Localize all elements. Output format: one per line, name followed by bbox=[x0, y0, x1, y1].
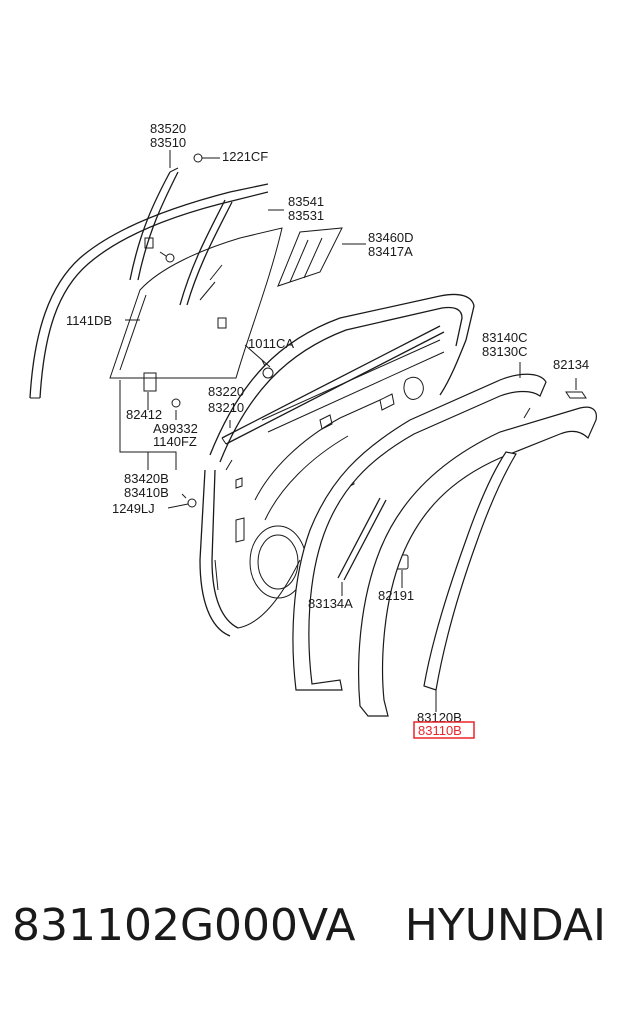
quarter-glass bbox=[277, 227, 343, 287]
label-1249LJ: 1249LJ bbox=[112, 501, 155, 516]
highlight-box-83110B bbox=[413, 721, 475, 739]
label-83134A: 83134A bbox=[308, 596, 353, 611]
footer: 831102G000VA HYUNDAI bbox=[0, 900, 620, 990]
brand-name: HYUNDAI bbox=[404, 900, 606, 951]
label-1140FZ: 1140FZ bbox=[153, 434, 197, 449]
leader-lines bbox=[119, 150, 577, 712]
label-83417A: 83417A bbox=[368, 244, 413, 259]
label-1011CA: 1011CA bbox=[248, 336, 294, 351]
body-side-weatherstrip bbox=[358, 406, 597, 717]
window-frame-channel bbox=[29, 167, 269, 399]
door-weatherstrip-outer bbox=[292, 373, 547, 691]
part-labels: 83520 83510 1221CF 83541 83531 83460D 83… bbox=[66, 121, 589, 739]
fasteners bbox=[143, 153, 587, 570]
label-1221CF: 1221CF bbox=[222, 149, 268, 164]
label-1141DB: 1141DB bbox=[66, 313, 112, 328]
label-83110B: 83110B bbox=[418, 723, 462, 738]
label-82134: 82134 bbox=[553, 357, 589, 372]
label-83531: 83531 bbox=[288, 208, 324, 223]
door-inner-panel bbox=[199, 293, 475, 637]
label-82412: 82412 bbox=[126, 407, 162, 422]
label-83520: 83520 bbox=[150, 121, 186, 136]
window-glass bbox=[109, 227, 283, 379]
label-83510: 83510 bbox=[150, 135, 186, 150]
label-83420B: 83420B bbox=[124, 471, 169, 486]
run-channel bbox=[337, 497, 387, 581]
label-83140C: 83140C bbox=[482, 330, 528, 345]
label-A99332: A99332 bbox=[153, 421, 198, 436]
label-83460D: 83460D bbox=[368, 230, 414, 245]
label-83541: 83541 bbox=[288, 194, 324, 209]
part-number: 831102G000VA bbox=[12, 900, 356, 951]
label-83210: 83210 bbox=[208, 400, 244, 415]
label-83220: 83220 bbox=[208, 384, 244, 399]
label-82191: 82191 bbox=[378, 588, 414, 603]
label-83130C: 83130C bbox=[482, 344, 528, 359]
belt-weatherstrip bbox=[221, 325, 445, 445]
label-83410B: 83410B bbox=[124, 485, 169, 500]
door-parts-diagram: 83520 83510 1221CF 83541 83531 83460D 83… bbox=[29, 121, 597, 739]
